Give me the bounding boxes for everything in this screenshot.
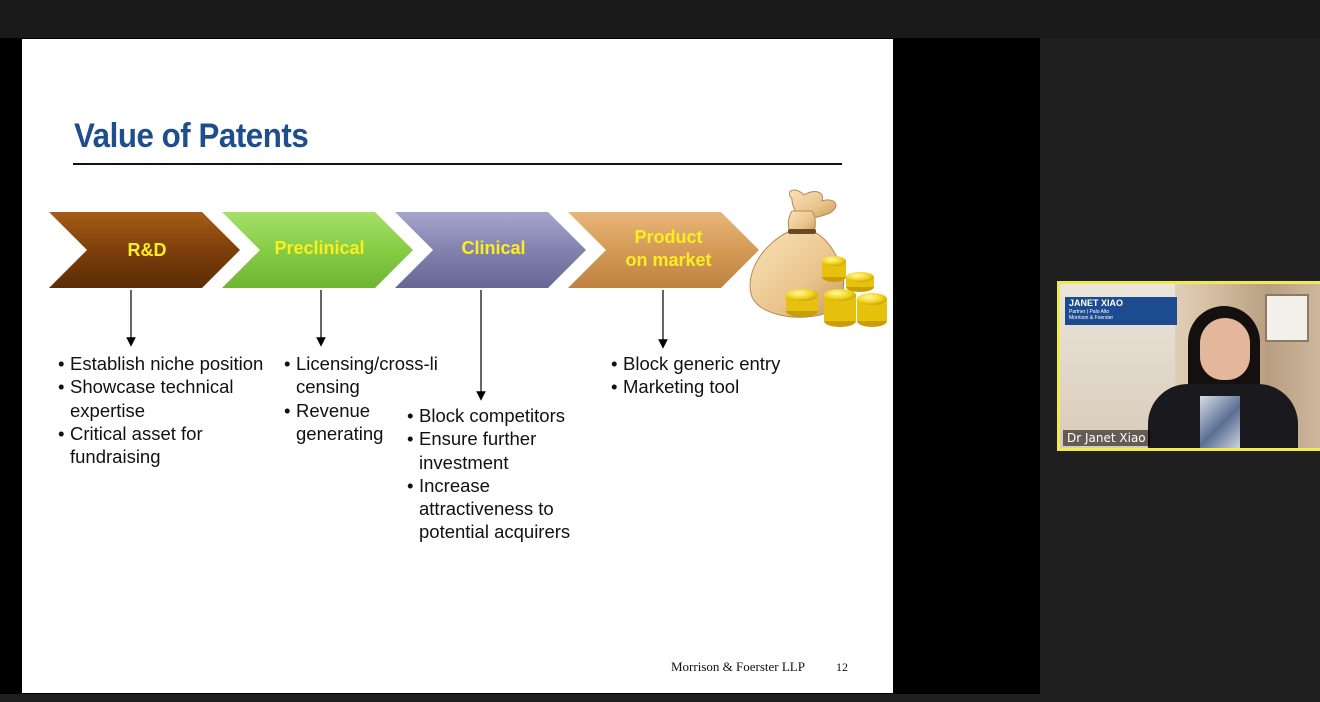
rnd-bullet-list: Establish niche position Showcase techni… [58, 352, 279, 469]
banner-firm: Morrison & Foerster [1069, 315, 1114, 321]
stage-clinical-label: Clinical [461, 238, 526, 258]
money-bag-with-coins-icon [749, 189, 887, 327]
stage-product-label-line2: on market [625, 250, 712, 270]
stage-preclinical-chevron [222, 212, 413, 288]
list-item: Establish niche position [58, 352, 279, 376]
slide-page-number: 12 [836, 660, 848, 674]
patent-value-flow-diagram [49, 189, 887, 401]
banner-role: Partner | Palo Alto [1069, 309, 1110, 315]
list-item: Marketing tool [611, 375, 812, 399]
stage-rnd-label: R&D [127, 240, 167, 260]
list-item: Revenue generating [284, 399, 396, 446]
list-item: Licensing/cross-licensing [284, 352, 440, 399]
list-item: Showcase technical expertise [58, 375, 279, 422]
stage-product-label-line1: Product [634, 227, 703, 247]
product-bullet-list: Block generic entry Marketing tool [611, 352, 812, 399]
list-item: Block competitors [407, 404, 588, 428]
stage-rnd-chevron [49, 212, 240, 288]
title-underline [73, 163, 842, 165]
participant-name-label: Dr Janet Xiao [1063, 430, 1150, 446]
video-background-window [1265, 294, 1309, 342]
list-item: Ensure further investment [407, 427, 569, 474]
meeting-bottom-strip [0, 694, 1320, 702]
stage-product-label: Product on market [600, 226, 737, 272]
meeting-top-bar [0, 0, 1320, 38]
banner-name: JANET XIAO [1069, 298, 1124, 308]
list-item: Critical asset for fundraising [58, 422, 279, 469]
presentation-slide: Value of Patents [22, 39, 893, 693]
participant-video-feed: JANET XIAO Partner | Palo Alto Morrison … [1060, 284, 1320, 448]
stage-product-chevron [568, 212, 759, 288]
stage-preclinical-label: Preclinical [274, 238, 365, 258]
clinical-bullet-list: Block competitors Ensure further investm… [407, 404, 588, 544]
virtual-background-name-banner: JANET XIAO Partner | Palo Alto Morrison … [1065, 297, 1177, 325]
person-scarf [1200, 396, 1240, 448]
footer-company-name: Morrison & Foerster LLP [671, 659, 805, 674]
list-item: Increase attractiveness to potential acq… [407, 474, 594, 544]
list-item: Block generic entry [611, 352, 812, 376]
preclinical-bullet-list: Licensing/cross-licensing Revenue genera… [284, 352, 440, 446]
slide-title: Value of Patents [74, 117, 309, 155]
person-face [1200, 318, 1250, 380]
participant-video-tile[interactable]: JANET XIAO Partner | Palo Alto Morrison … [1057, 281, 1320, 451]
stage-clinical-chevron [395, 212, 586, 288]
